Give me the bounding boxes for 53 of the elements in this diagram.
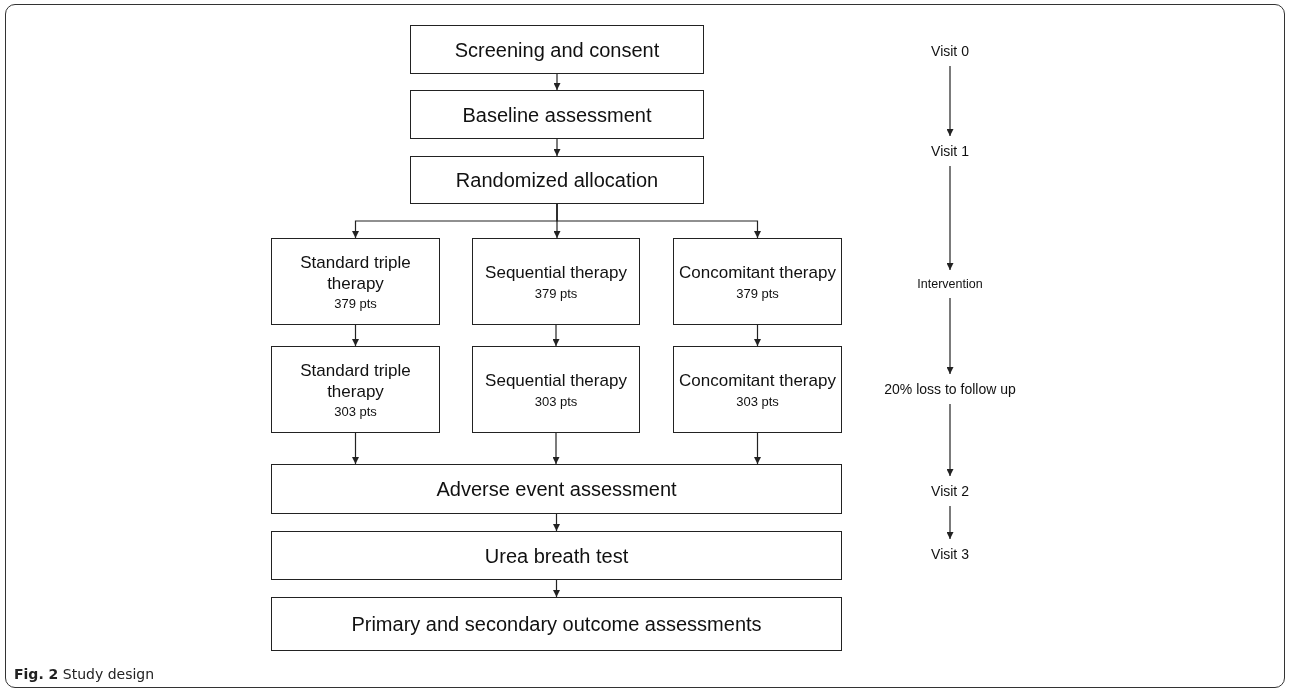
timeline-label: Visit 0 xyxy=(931,42,969,60)
arrow xyxy=(946,297,954,375)
box-title: Concomitant therapy xyxy=(679,370,836,392)
timeline-label: Visit 3 xyxy=(931,545,969,563)
timeline-label: Intervention xyxy=(917,276,983,292)
timeline-label: Visit 2 xyxy=(931,482,969,500)
arrow xyxy=(552,324,560,347)
box-title: Urea breath test xyxy=(484,543,629,568)
timeline-label: 20% loss to follow up xyxy=(884,380,1016,398)
arrow xyxy=(553,73,561,91)
box-title: Sequential therapy xyxy=(485,262,627,284)
patient-count: 379 pts xyxy=(736,285,779,301)
patient-count: 379 pts xyxy=(334,296,377,312)
box-title: Adverse event assessment xyxy=(436,477,677,501)
treatment-arm-box xyxy=(271,238,440,325)
box-title: Screening and consent xyxy=(454,37,660,62)
box-title: Baseline assessment xyxy=(462,102,652,127)
process-box xyxy=(410,156,704,204)
box-title: Randomized allocation xyxy=(455,168,659,192)
arrow xyxy=(352,324,359,347)
box-title: Primary and secondary outcome assessments xyxy=(351,612,762,636)
process-box xyxy=(271,531,842,580)
patient-count: 303 pts xyxy=(534,393,578,409)
process-box xyxy=(410,25,704,74)
box-title: Concomitant therapy xyxy=(679,262,836,284)
box-title: Standard triple therapy xyxy=(299,359,412,403)
process-box xyxy=(410,90,704,139)
arrow xyxy=(556,203,761,239)
arrow xyxy=(946,165,954,271)
arrow xyxy=(946,403,954,477)
treatment-arm-box xyxy=(271,346,440,433)
process-box xyxy=(271,597,842,651)
timeline-label: Visit 1 xyxy=(931,142,969,160)
arrow xyxy=(553,513,560,532)
arrow xyxy=(352,432,359,465)
box-title: Sequential therapy xyxy=(485,370,627,392)
treatment-arm-box xyxy=(472,238,640,325)
arrow xyxy=(552,432,560,465)
figure-caption: Fig. 2 Study design xyxy=(14,666,155,682)
arrow xyxy=(553,138,561,157)
patient-count: 303 pts xyxy=(334,404,377,420)
treatment-arm-box xyxy=(673,238,842,325)
process-box xyxy=(271,464,842,514)
arrow xyxy=(754,324,761,347)
arrow xyxy=(754,432,761,465)
patient-count: 379 pts xyxy=(534,285,578,301)
treatment-arm-box xyxy=(472,346,640,433)
patient-count: 303 pts xyxy=(736,393,779,409)
arrow xyxy=(946,65,954,137)
arrow xyxy=(946,505,954,540)
arrow xyxy=(553,579,560,598)
box-title: Standard triple therapy xyxy=(299,251,412,295)
treatment-arm-box xyxy=(673,346,842,433)
